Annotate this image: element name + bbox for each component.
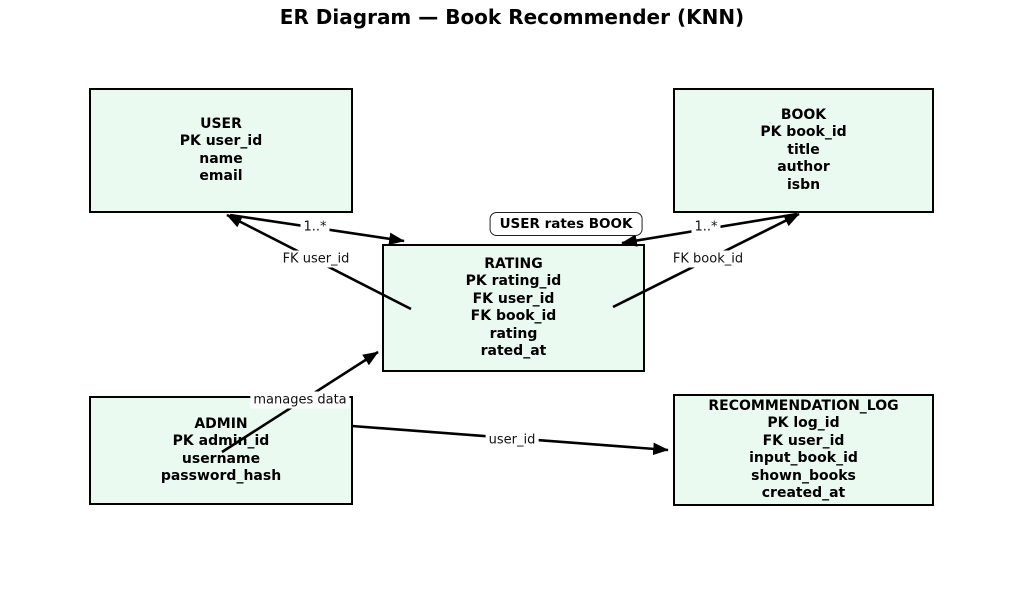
entity-book: BOOK PK book_id title author isbn	[673, 88, 934, 213]
entity-admin-title: ADMIN	[194, 415, 248, 432]
edge-label-fk-user-id: FK user_id	[279, 250, 353, 268]
entity-reclog-title: RECOMMENDATION_LOG	[708, 397, 899, 414]
edge-label-fk-book-id: FK book_id	[669, 250, 747, 268]
entity-admin-attr-password: password_hash	[160, 468, 282, 484]
entity-rating-attr-rated-at: rated_at	[480, 343, 547, 359]
entity-reclog-attr-created-at: created_at	[761, 485, 846, 501]
entity-admin-attr-username: username	[181, 450, 261, 467]
entity-user-title: USER	[200, 115, 242, 132]
entity-admin-attr-pk: PK admin_id	[172, 433, 270, 449]
edge-label-manages-data: manages data	[250, 391, 350, 409]
entity-rating-attr-pk: PK rating_id	[465, 273, 562, 289]
entity-book-title: BOOK	[780, 106, 827, 123]
entity-reclog-attr-input-book: input_book_id	[749, 450, 858, 466]
entity-rating-title: RATING	[484, 255, 543, 272]
edge-label-user-cardinality: 1..*	[300, 218, 330, 236]
relationship-badge-user-rates-book: USER rates BOOK	[489, 212, 643, 236]
entity-reclog-attr-shown-books: shown_books	[751, 467, 856, 484]
entity-book-attr-pk: PK book_id	[760, 124, 847, 141]
entity-user-attr-pk: PK user_id	[179, 133, 263, 149]
entity-reclog-attr-pk: PK log_id	[767, 415, 840, 431]
entity-rating-attr-fk-book: FK book_id	[470, 308, 557, 324]
entity-user-attr-name: name	[199, 150, 243, 167]
entity-user-attr-email: email	[199, 168, 243, 184]
entity-rating-attr-fk-user: FK user_id	[472, 290, 555, 307]
edge-label-user-id: user_id	[485, 431, 539, 449]
entity-admin: ADMIN PK admin_id username password_hash	[89, 396, 353, 505]
entity-recommendation-log: RECOMMENDATION_LOG PK log_id FK user_id …	[673, 394, 934, 506]
entity-rating-attr-rating: rating	[489, 325, 538, 342]
entity-book-attr-title: title	[787, 141, 820, 158]
entity-rating: RATING PK rating_id FK user_id FK book_i…	[382, 244, 645, 372]
entity-book-attr-author: author	[777, 159, 830, 176]
edge-label-book-cardinality: 1..*	[691, 218, 721, 236]
diagram-title: ER Diagram — Book Recommender (KNN)	[279, 5, 745, 29]
entity-reclog-attr-fk-user: FK user_id	[762, 432, 845, 449]
entity-user: USER PK user_id name email	[89, 88, 353, 213]
entity-book-attr-isbn: isbn	[786, 176, 821, 193]
